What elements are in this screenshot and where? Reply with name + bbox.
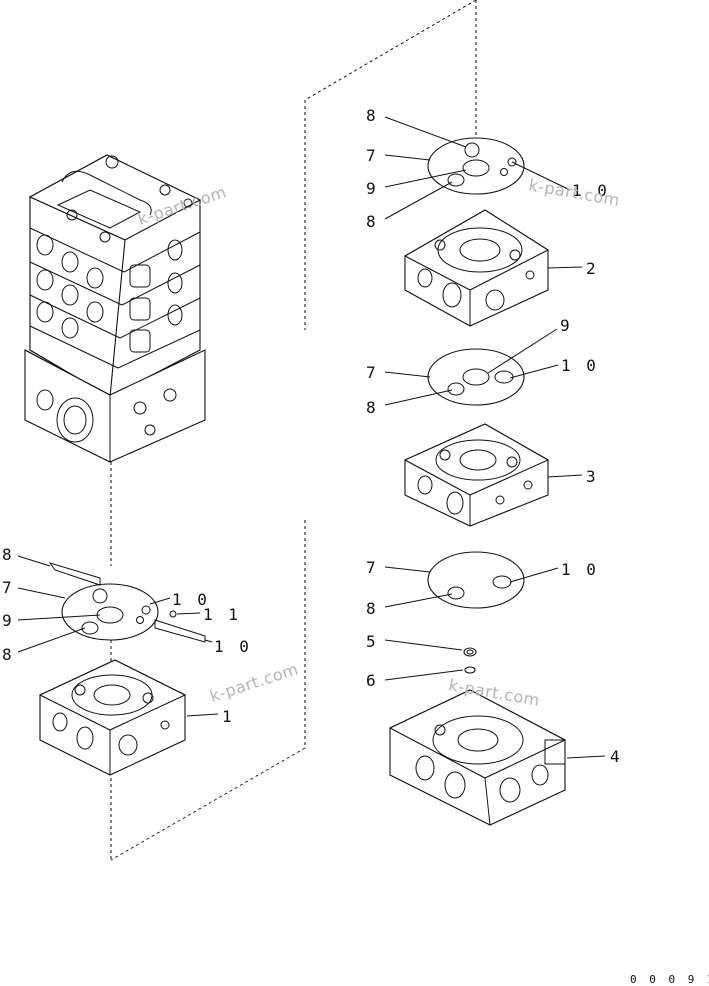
callout-10: 1 0: [572, 181, 610, 200]
callout-8: 8: [366, 398, 379, 417]
callout-9: 9: [560, 316, 573, 335]
watermark-text: k-part.com: [207, 659, 300, 706]
callout-4: 4: [610, 747, 623, 766]
callout-labels: 8 7 9 8 1 0 2 9 7 1 0 8 3 7 1 0 8 5 6 4 …: [2, 106, 623, 766]
gasket-left: [48, 562, 206, 643]
callout-11: 1 1: [203, 605, 241, 624]
callout-5: 5: [366, 632, 379, 651]
valve-section-2: [403, 209, 550, 327]
callout-8: 8: [2, 645, 15, 664]
valve-assembly: [24, 154, 206, 463]
gasket-top: [427, 137, 525, 195]
o-rings: [463, 647, 477, 674]
gasket-lower: [427, 551, 525, 609]
callout-7: 7: [2, 578, 15, 597]
callout-2: 2: [586, 259, 599, 278]
callout-8: 8: [366, 106, 379, 125]
valve-section-3: [403, 423, 550, 527]
valve-ports: [36, 234, 183, 353]
valve-section-1: [38, 659, 187, 776]
callout-7: 7: [366, 558, 379, 577]
callout-10: 1 0: [172, 590, 210, 609]
callout-7: 7: [366, 363, 379, 382]
callout-10: 1 0: [561, 560, 599, 579]
callout-7: 7: [366, 146, 379, 165]
leader-lines: [17, 116, 606, 759]
drawing-code: 0 0 0 9 1 9 1 1: [630, 973, 709, 986]
callout-9: 9: [2, 611, 15, 630]
valve-section-lines: [29, 227, 201, 369]
callout-8: 8: [366, 212, 379, 231]
callout-8: 8: [366, 599, 379, 618]
callout-1: 1: [222, 707, 235, 726]
callout-10: 1 0: [561, 356, 599, 375]
callout-9: 9: [366, 179, 379, 198]
callout-10: 1 0: [214, 637, 252, 656]
callout-3: 3: [586, 467, 599, 486]
gasket-middle: [427, 348, 525, 406]
callout-6: 6: [366, 671, 379, 690]
callout-8: 8: [2, 545, 15, 564]
valve-section-4: [388, 689, 567, 826]
